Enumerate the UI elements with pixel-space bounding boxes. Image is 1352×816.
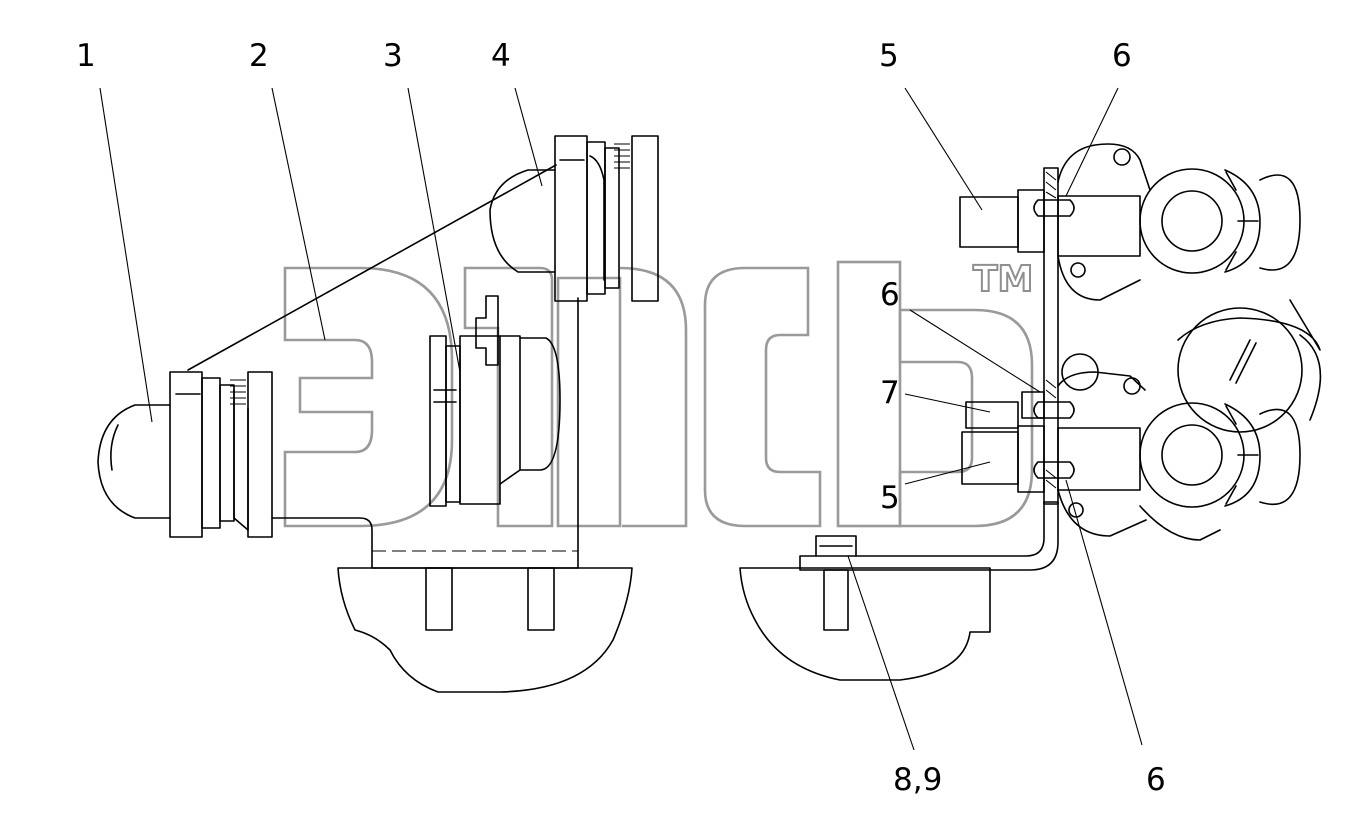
leader-6-mid: [909, 309, 1041, 393]
leader-7: [904, 393, 991, 413]
leader-3: [407, 87, 461, 373]
leader-4: [514, 87, 543, 187]
leader-6-top: [1065, 87, 1119, 197]
fitting-top: [959, 143, 1301, 301]
trademark-text: TM: [973, 259, 1033, 300]
callout-6-mid: 6: [880, 277, 900, 313]
callout-6-bottom: 6: [1146, 762, 1166, 798]
callouts: 1 2 3 4 5 6 6 7 5 8,9 6: [76, 38, 1166, 798]
leader-8-9: [847, 555, 915, 751]
bracket-diagonal-edge: [187, 164, 557, 371]
callout-5-top: 5: [879, 38, 899, 74]
right-bolt: [823, 569, 849, 631]
connector-3: [429, 295, 561, 507]
callout-2: 2: [249, 38, 269, 74]
nut-8-9: [815, 535, 857, 557]
callout-1: 1: [76, 38, 96, 74]
left-view: [97, 135, 659, 693]
right-base-outline: [739, 567, 991, 681]
leader-1: [99, 87, 153, 423]
leader-lines: [99, 87, 1143, 751]
fitting-bottom: [961, 371, 1301, 541]
leader-6-bottom: [1065, 479, 1143, 746]
callout-7: 7: [880, 375, 900, 411]
callout-4: 4: [491, 38, 511, 74]
leader-2: [271, 87, 326, 341]
leader-5-top: [904, 87, 983, 211]
watermark-logo: TM: [283, 258, 1034, 528]
leader-5-mid: [904, 461, 991, 485]
connector-4: [489, 135, 659, 302]
fitting-middle: [1061, 299, 1322, 433]
left-bolt-2: [527, 567, 555, 631]
bracket-body: [271, 297, 579, 569]
callout-6-top: 6: [1112, 38, 1132, 74]
right-view: [739, 143, 1322, 681]
callout-5-mid: 5: [880, 480, 900, 516]
left-bolt-1: [425, 567, 453, 631]
connector-1: [97, 371, 273, 538]
left-base-outline: [337, 567, 633, 693]
callout-3: 3: [383, 38, 403, 74]
callout-8-9: 8,9: [893, 762, 942, 798]
vertical-panel: [1043, 167, 1059, 505]
